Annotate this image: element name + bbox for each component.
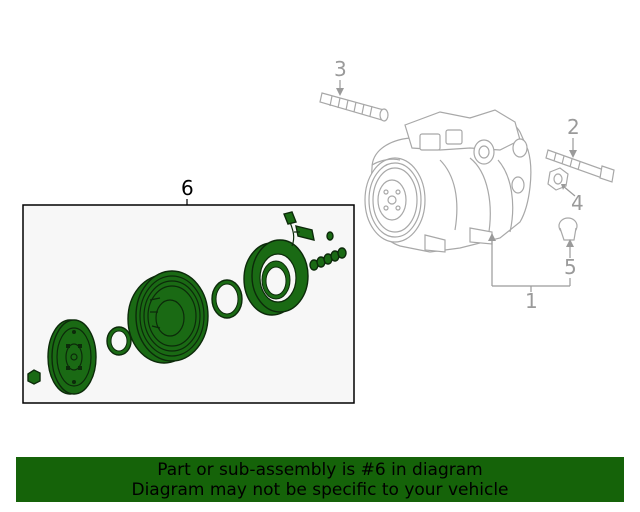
info-banner: Part or sub-assembly is #6 in diagram Di… (16, 457, 624, 502)
plug-5 (558, 217, 578, 241)
field-coil (243, 239, 309, 316)
bolt-2 (545, 149, 615, 183)
snap-ring-medium (211, 279, 243, 319)
clutch-shims (309, 231, 347, 271)
callout-3: 3 (334, 57, 347, 81)
callout-1: 1 (525, 289, 538, 313)
banner-line-1: Part or sub-assembly is #6 in diagram (157, 460, 483, 480)
banner-line-2: Diagram may not be specific to your vehi… (131, 480, 509, 500)
snap-ring-small (106, 326, 132, 356)
leader-lines (336, 80, 577, 292)
clutch-pulley (127, 270, 209, 364)
callout-4: 4 (571, 191, 584, 215)
clutch-hub (47, 319, 97, 395)
bolt-long-3 (319, 92, 389, 122)
coil-connector (283, 211, 315, 247)
callout-2: 2 (567, 115, 580, 139)
clutch-kit-parts (27, 211, 347, 395)
compressor-assembly (364, 109, 532, 253)
nut-4 (547, 167, 569, 191)
clutch-nut (27, 369, 41, 385)
callout-5: 5 (564, 255, 577, 279)
callout-6: 6 (181, 176, 194, 200)
